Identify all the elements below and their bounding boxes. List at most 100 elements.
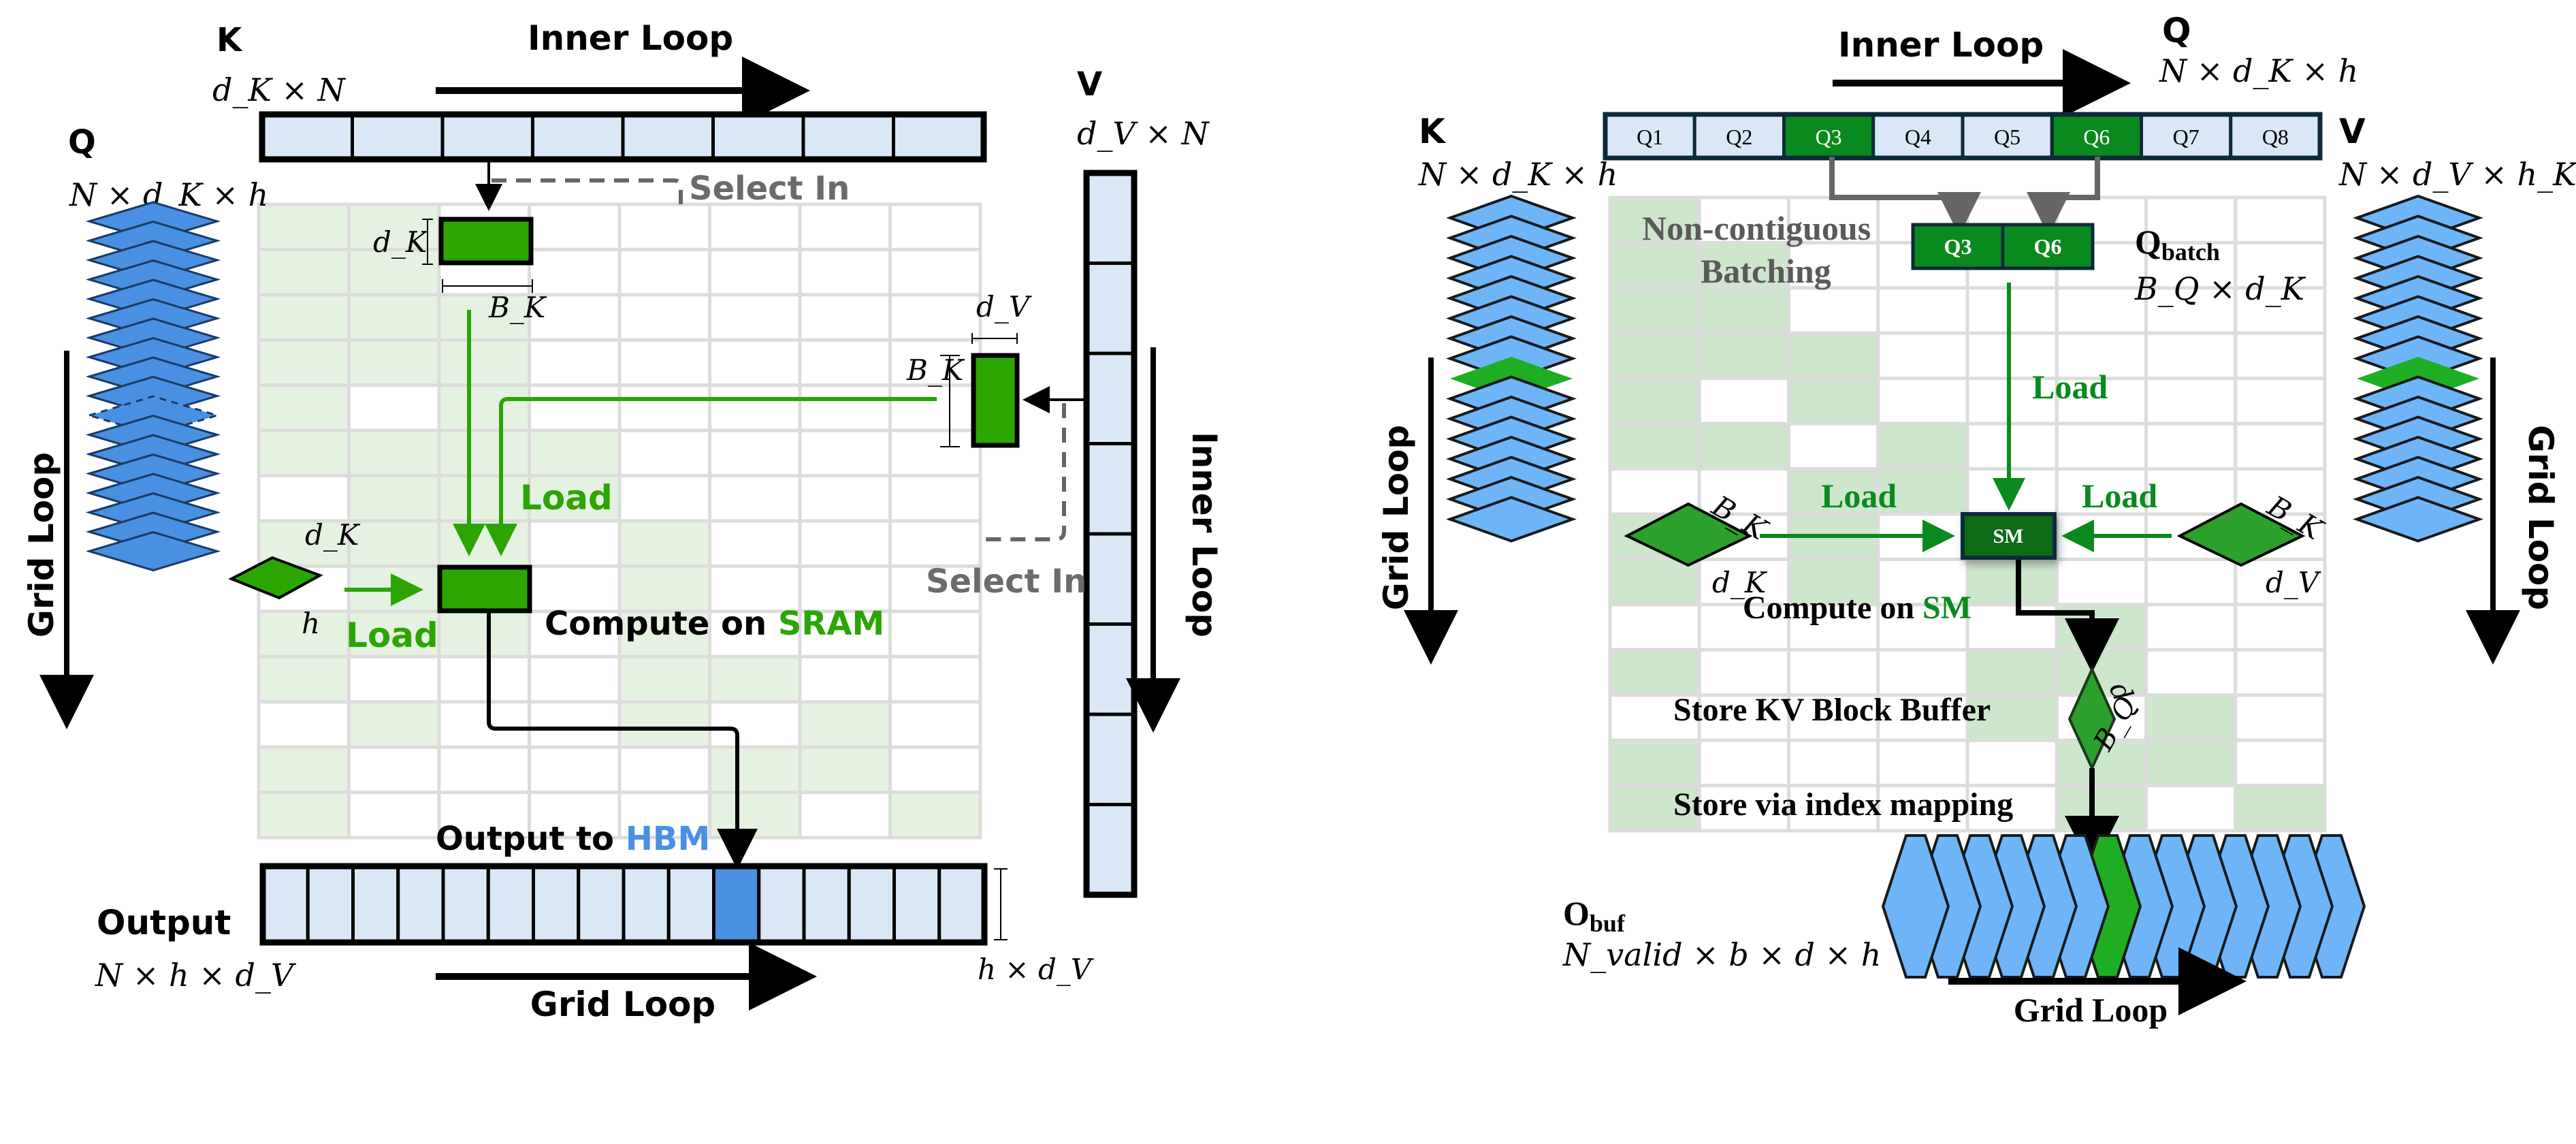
grid-cell bbox=[798, 293, 892, 342]
grid-cell bbox=[798, 383, 892, 432]
grid-cell-active bbox=[1608, 784, 1701, 833]
grid-cell bbox=[888, 654, 982, 704]
select-in-k-dashed bbox=[492, 178, 683, 204]
grid-cell bbox=[708, 428, 802, 478]
inner-loop-top-label-right: Inner Loop bbox=[1838, 25, 2044, 65]
grid-cell bbox=[1876, 738, 1969, 788]
k-matrix-bar bbox=[259, 111, 987, 163]
grid-cell bbox=[1697, 377, 1790, 426]
q-tile-top-label: d_K bbox=[305, 518, 361, 552]
k-title: K bbox=[216, 21, 243, 59]
grid-cell bbox=[528, 519, 622, 568]
qbatch-cell-label: Q6 bbox=[2034, 234, 2062, 259]
grid-cell-active bbox=[798, 700, 892, 749]
grid-cell bbox=[437, 700, 531, 749]
grid-cell-active bbox=[1965, 557, 2059, 607]
grid-cell bbox=[798, 791, 892, 840]
grid-cell-active bbox=[617, 654, 711, 704]
grid-cell-active bbox=[347, 519, 441, 568]
k-cell bbox=[531, 112, 625, 161]
output-dims: N × h × d_V bbox=[95, 957, 297, 994]
k-dims-right: N × d_K × h bbox=[1418, 156, 1617, 193]
grid-cell-active bbox=[437, 428, 531, 478]
grid-cell-active bbox=[437, 338, 531, 387]
grid-cell-active bbox=[528, 428, 622, 478]
grid-cell bbox=[2234, 738, 2327, 788]
v-head-stack bbox=[2353, 194, 2483, 543]
output-cell bbox=[351, 864, 400, 944]
grid-cell-active bbox=[347, 293, 441, 342]
output-matrix-bar bbox=[259, 863, 988, 946]
grid-cell bbox=[2144, 648, 2238, 697]
grid-cell bbox=[528, 700, 622, 749]
compute-block bbox=[437, 565, 532, 614]
compute-to-buffer-path bbox=[2016, 560, 2119, 673]
grid-cell-active bbox=[437, 609, 531, 658]
grid-cell-active bbox=[1608, 738, 1701, 788]
output-bar-border bbox=[259, 863, 988, 946]
k-tile-bottom-label: d_K bbox=[1712, 566, 1768, 599]
output-cell bbox=[486, 864, 535, 944]
k-dims: d_K × N bbox=[212, 72, 347, 108]
grid-cell bbox=[528, 609, 622, 658]
grid-cell bbox=[888, 700, 982, 749]
v-block-height-label: B_K bbox=[906, 353, 965, 387]
grid-cell bbox=[528, 745, 622, 795]
grid-cell bbox=[2234, 195, 2327, 244]
qbatch-title: Qbatch bbox=[2135, 223, 2220, 266]
grid-cell bbox=[888, 474, 982, 523]
grid-cell-active bbox=[2144, 738, 2238, 788]
output-title: Output bbox=[97, 903, 231, 942]
sm-label: SM bbox=[1993, 525, 2024, 547]
v-cell bbox=[1084, 171, 1136, 265]
grid-cell-active bbox=[1876, 422, 1969, 471]
grid-cell bbox=[617, 383, 711, 432]
grid-cell-active bbox=[347, 338, 441, 387]
k-head-stack bbox=[1446, 194, 1577, 543]
q-head bbox=[85, 530, 221, 572]
grid-cell-active bbox=[257, 383, 351, 432]
grid-cell bbox=[617, 202, 711, 251]
q-cell-label: Q5 bbox=[1994, 125, 2020, 149]
output-cell bbox=[847, 864, 896, 944]
v-tile-right bbox=[2176, 502, 2306, 567]
v-title-right: V bbox=[2339, 112, 2366, 151]
grid-cell bbox=[1608, 603, 1701, 652]
grid-cell bbox=[798, 519, 892, 568]
v-title: V bbox=[1077, 65, 1102, 104]
grid-cell-active bbox=[1697, 331, 1790, 381]
load-left-label: Load bbox=[1821, 477, 1897, 515]
select-in-k-label: Select In bbox=[689, 170, 850, 208]
v-dims: d_V × N bbox=[1077, 115, 1210, 152]
grid-loop-left-label: Grid Loop bbox=[1376, 425, 1416, 610]
grid-cell bbox=[1697, 648, 1790, 697]
output-cell bbox=[396, 864, 445, 944]
q-cell bbox=[1871, 112, 1965, 160]
grid-cell-active bbox=[528, 474, 622, 523]
grid-cell bbox=[2234, 422, 2327, 471]
k-title-right: K bbox=[1419, 112, 1447, 151]
output-cell bbox=[306, 864, 355, 944]
grid-cell bbox=[617, 745, 711, 795]
grid-cell bbox=[347, 745, 441, 795]
q-cell-label: Q4 bbox=[1905, 125, 1931, 149]
grid-cell-active bbox=[1608, 648, 1701, 697]
grid-cell bbox=[1697, 784, 1790, 833]
grid-cell bbox=[2144, 557, 2238, 607]
grid-cell bbox=[2144, 422, 2238, 471]
v-matrix-bar bbox=[1083, 170, 1138, 898]
grid-cell-active bbox=[437, 519, 531, 568]
grid-cell bbox=[347, 791, 441, 840]
inner-loop-side-label: Inner Loop bbox=[1185, 432, 1224, 637]
grid-cell bbox=[1787, 422, 1880, 471]
grid-cell-active bbox=[347, 700, 441, 749]
grid-cell bbox=[798, 202, 892, 251]
qbatch-dims: B_Q × d_K bbox=[2134, 270, 2306, 307]
grid-cell bbox=[888, 293, 982, 342]
grid-cell bbox=[708, 383, 802, 432]
grid-cell bbox=[257, 474, 351, 523]
qbatch-cell bbox=[1911, 223, 2005, 270]
grid-cell bbox=[2144, 286, 2238, 335]
q-cell-label: Q7 bbox=[2173, 125, 2200, 149]
